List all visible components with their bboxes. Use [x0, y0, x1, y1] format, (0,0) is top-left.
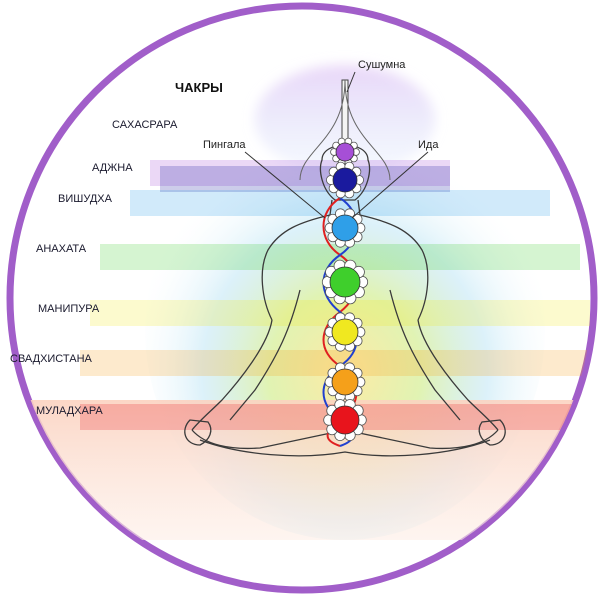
chakra-band: [160, 166, 450, 192]
chakra-band: [150, 160, 450, 186]
diagram-title: ЧАКРЫ: [175, 80, 223, 95]
chakra-label: АНАХАТА: [36, 243, 87, 255]
sushumna-label: Сушумна: [358, 59, 406, 71]
chakra-circle: [321, 259, 369, 305]
pingala-leader: [244, 151, 326, 219]
ida-label: Ида: [418, 139, 439, 151]
chakra-circle: [323, 399, 367, 441]
chakra-circle: [326, 161, 364, 199]
chakra-label: МАНИПУРА: [38, 303, 100, 315]
aura-curve-left: [299, 79, 346, 181]
sushumna-leader: [346, 71, 356, 93]
chakra-label: АДЖНА: [92, 162, 133, 174]
chakra-label: САХАСРАРА: [112, 119, 178, 131]
meditating-figure: [184, 144, 506, 457]
chakra-label: СВАДХИСТАНА: [10, 353, 93, 365]
chakra-circles: [321, 137, 369, 441]
chakra-label: ВИШУДХА: [58, 193, 113, 205]
ida-leader: [351, 151, 429, 219]
chakra-labels: САХАСРАРА АДЖНА ВИШУДХА АНАХАТА МАНИПУРА СВАД…: [10, 119, 178, 417]
chakra-circle: [324, 362, 366, 402]
chakra-label: МУЛАДХАРА: [36, 405, 103, 417]
aura-curve-right: [344, 79, 391, 181]
pingala-label: Пингала: [203, 139, 246, 151]
chakra-circle: [330, 137, 360, 167]
chakra-circle: [324, 208, 366, 248]
chakra-circle: [324, 312, 366, 352]
